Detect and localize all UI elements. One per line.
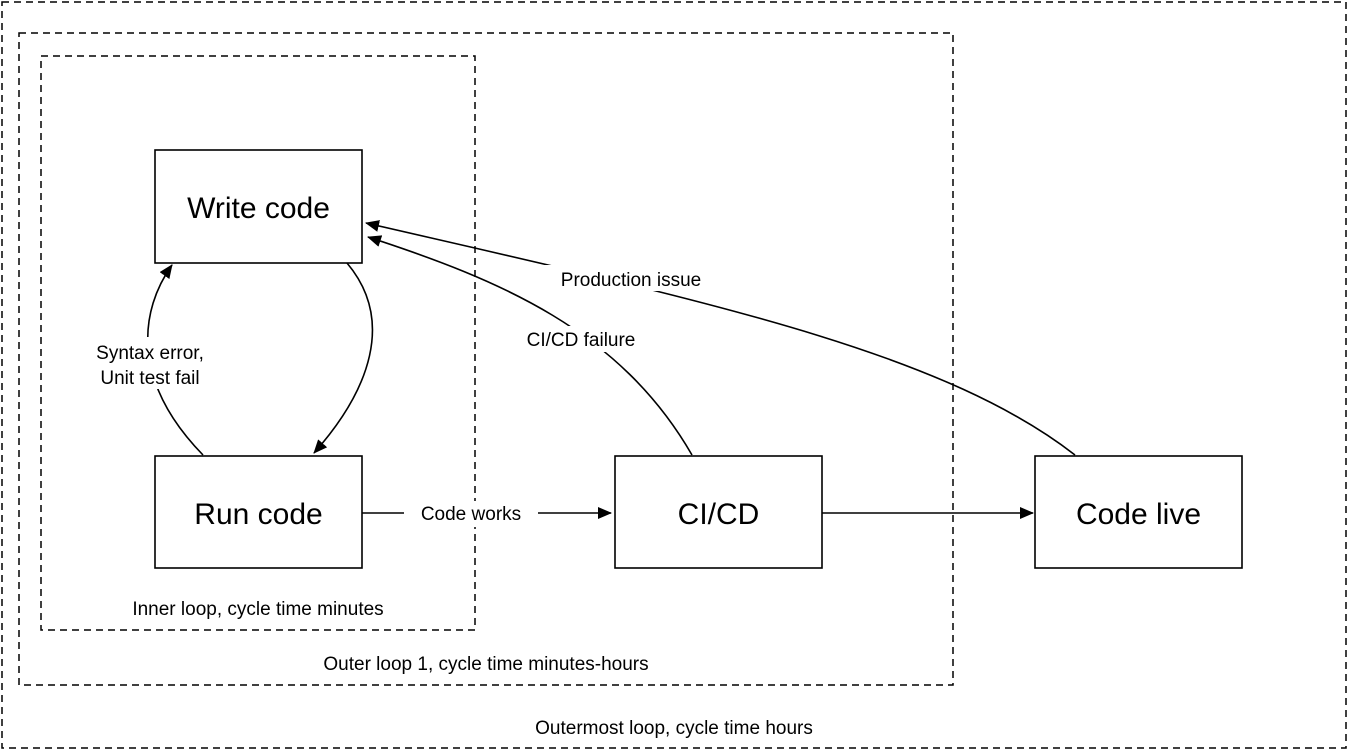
edge-cicd-failure [367, 235, 693, 456]
inner-loop-boundary [40, 55, 476, 631]
edge-label-production-issue: Production issue [561, 270, 701, 291]
node-run-code: Run code [154, 455, 363, 569]
node-write-code: Write code [154, 149, 363, 264]
edge-label-unit-test-fail: Unit test fail [100, 368, 199, 389]
outermost-loop-label: Outermost loop, cycle time hours [535, 718, 813, 739]
node-run-code-label: Run code [194, 498, 322, 531]
node-code-live: Code live [1034, 455, 1243, 569]
outer-loop-1-boundary [18, 32, 954, 686]
node-write-code-label: Write code [187, 192, 330, 225]
edge-label-cicd-failure: CI/CD failure [527, 330, 636, 351]
outer-loop-1-label: Outer loop 1, cycle time minutes-hours [323, 654, 648, 675]
edge-label-code-works: Code works [421, 504, 521, 525]
inner-loop-label: Inner loop, cycle time minutes [132, 599, 383, 620]
node-cicd: CI/CD [614, 455, 823, 569]
node-cicd-label: CI/CD [678, 498, 760, 531]
edge-label-syntax-error: Syntax error, [96, 343, 204, 364]
edge-write-to-run [313, 262, 374, 454]
edge-production-issue [365, 220, 1076, 456]
node-code-live-label: Code live [1076, 498, 1201, 531]
